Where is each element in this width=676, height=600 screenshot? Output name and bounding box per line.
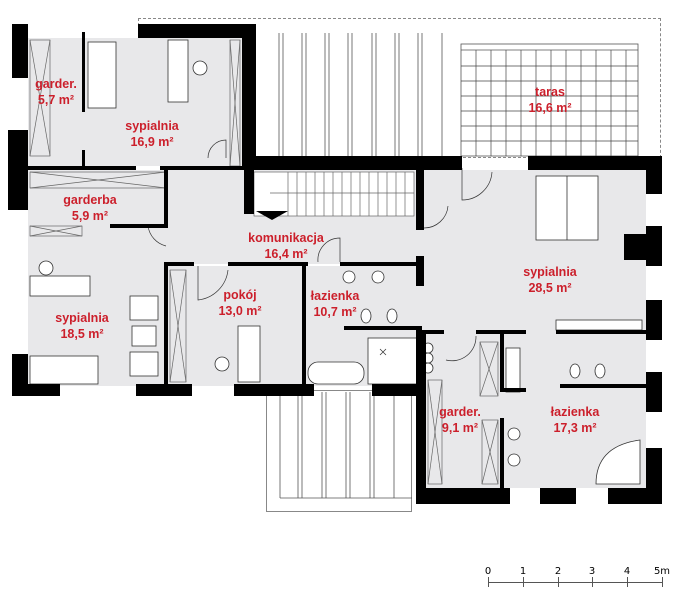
wall [244,164,254,214]
scale-bar: 0 1 2 3 4 5m [484,566,670,592]
wall [12,24,28,78]
scale-label: 2 [554,566,562,577]
scale-tick [662,577,663,587]
wall [82,32,85,112]
wall [646,156,662,194]
wall [416,170,424,230]
wall [416,256,424,286]
scale-label: 4 [623,566,631,577]
wall [608,488,662,504]
wall [424,330,444,334]
scale-line [488,582,663,583]
wall [12,384,60,396]
scale-tick [488,577,489,587]
scale-label: 5m [653,566,671,577]
wall [476,330,526,334]
wall [164,170,168,226]
wall [624,234,646,260]
wall [164,262,168,386]
wall [160,166,242,170]
scale-tick [592,577,593,587]
room-label-garderoba-3: garder.9,1 m² [439,405,481,435]
scale-label: 1 [519,566,527,577]
wall [234,384,314,396]
floor-garderoba-1 [28,38,82,166]
room-label-garderoba-1: garder.5,7 m² [35,77,77,107]
wall [8,130,28,210]
wall [242,24,256,170]
wall [164,262,194,266]
wall [28,166,136,170]
wall [340,262,422,266]
wall [136,384,192,396]
wall [82,150,85,166]
wall [500,418,504,488]
wall [372,384,424,396]
wall [560,384,646,388]
wall [646,226,662,266]
floor-pokoj [166,266,302,386]
wall [540,488,576,504]
scale-tick [558,577,559,587]
wall [646,372,662,412]
wall [302,262,306,386]
wall [256,156,462,170]
wall [110,224,168,228]
wall [416,330,426,504]
wall [228,262,308,266]
wall [500,388,526,392]
wall [556,330,646,334]
wall [500,334,504,392]
wall [646,300,662,340]
wall [138,24,256,38]
scale-label: 0 [484,566,492,577]
wall [528,156,662,170]
floor-sypialnia-2 [424,170,646,338]
scale-label: 3 [588,566,596,577]
wall [344,326,422,330]
roof-outline-bottom [266,390,412,512]
floor-garderoba-2 [28,170,166,226]
scale-tick [627,577,628,587]
scale-tick [523,577,524,587]
wall [420,488,510,504]
